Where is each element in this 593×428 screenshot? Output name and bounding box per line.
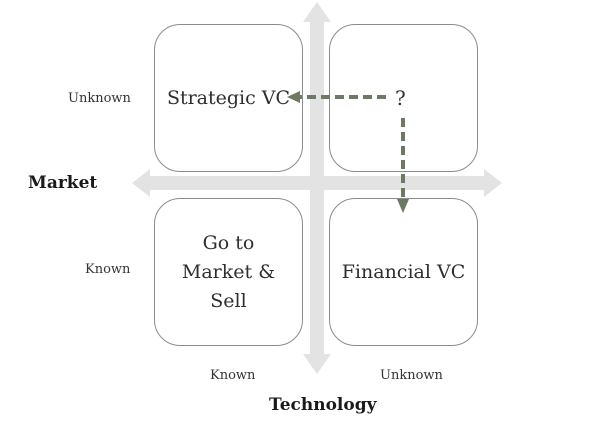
market-axis-title: Market bbox=[28, 173, 98, 193]
quadrant-go-to-market-label: Go to Market & Sell bbox=[181, 231, 276, 312]
technology-axis-title: Technology bbox=[269, 395, 377, 415]
technology-known-label: Known bbox=[210, 368, 256, 383]
quadrant-financial-vc: Financial VC bbox=[329, 198, 478, 346]
quadrant-go-to-market: Go to Market & Sell bbox=[154, 198, 303, 346]
unknown-question-mark: ? bbox=[395, 86, 406, 110]
quadrant-financial-vc-label: Financial VC bbox=[341, 260, 466, 283]
quadrant-strategic-vc-label: Strategic VC bbox=[166, 86, 291, 109]
market-known-label: Known bbox=[85, 262, 131, 277]
quadrant-strategic-vc: Strategic VC bbox=[154, 24, 303, 172]
market-unknown-label: Unknown bbox=[68, 91, 131, 106]
technology-unknown-label: Unknown bbox=[380, 368, 443, 383]
